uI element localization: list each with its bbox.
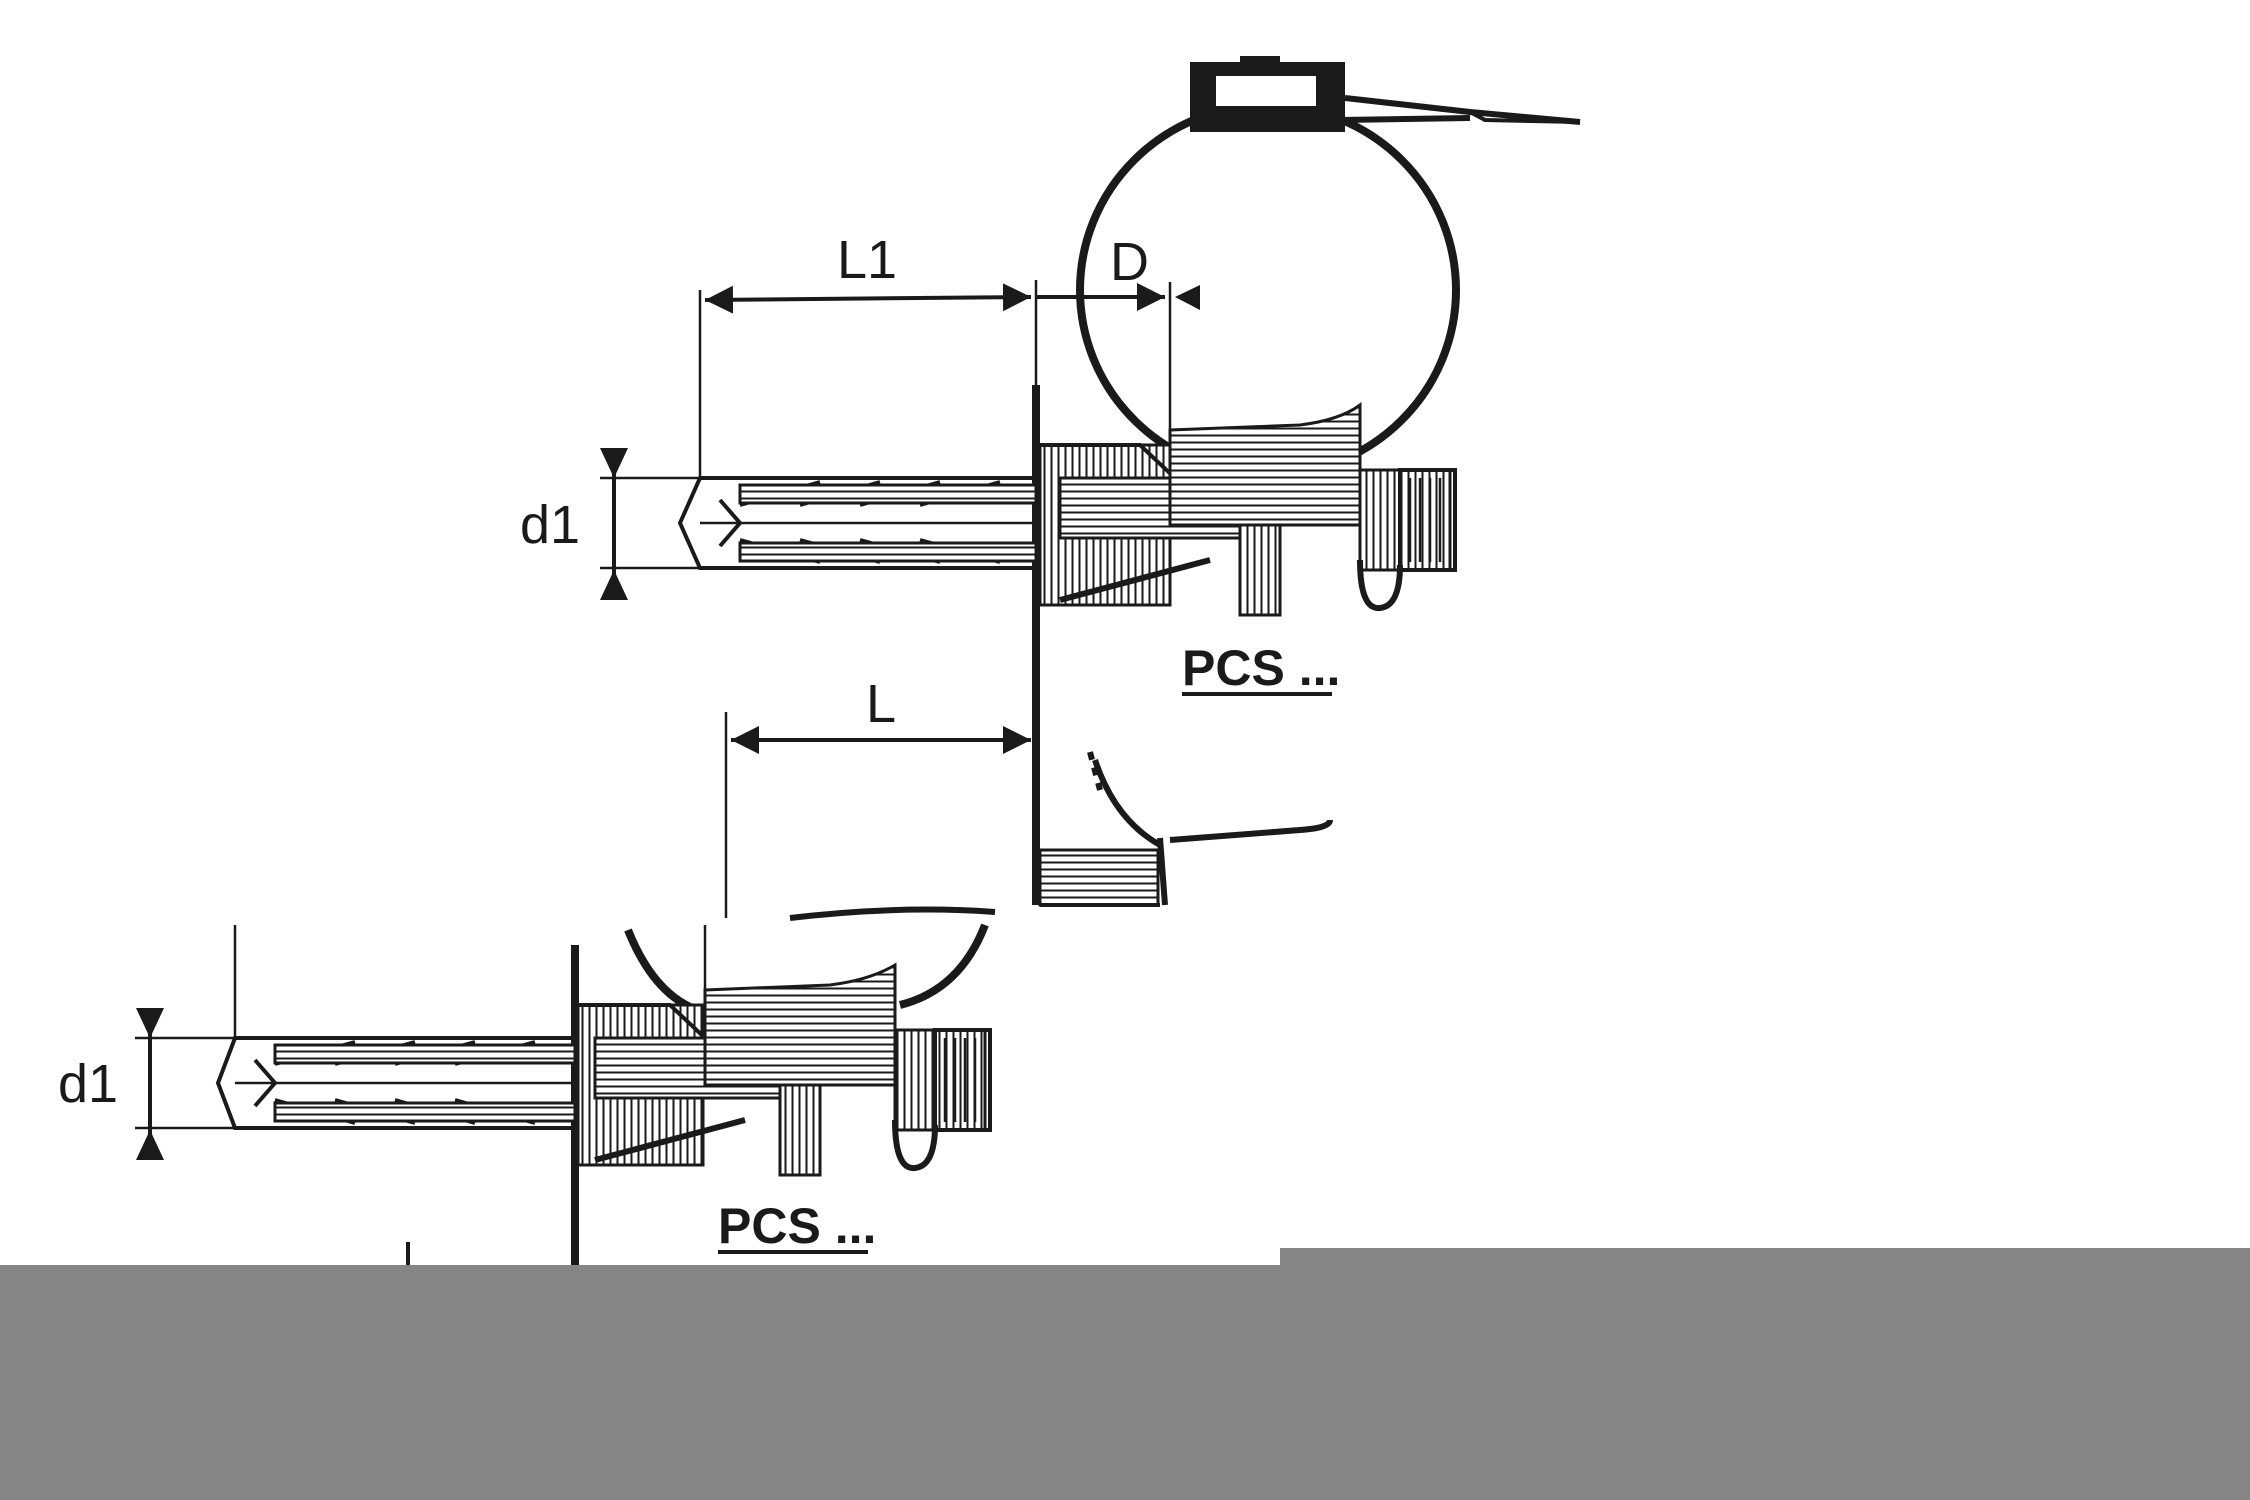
middle-partial: L bbox=[724, 674, 1333, 921]
label-d1-bottom: d1 bbox=[58, 1054, 118, 1114]
dimension-D: D bbox=[1036, 232, 1200, 430]
pcs-label-bottom: PCS ... bbox=[718, 1198, 876, 1254]
label-D: D bbox=[1110, 232, 1149, 292]
dowel-top bbox=[677, 476, 1038, 570]
pcs-label-top: PCS ... bbox=[1182, 640, 1340, 696]
clamp-body-top bbox=[1168, 402, 1457, 617]
gray-band bbox=[0, 1248, 2250, 1500]
bottom-assembly: d1 PCS ... bbox=[58, 923, 992, 1270]
dimension-d1-bottom: d1 bbox=[58, 1008, 235, 1160]
clamp-bracket-top bbox=[1190, 56, 1581, 132]
dimension-L: L bbox=[724, 674, 1031, 918]
pcs-label-top-group: PCS ... bbox=[1182, 640, 1340, 696]
pipe-arc-middle bbox=[1092, 759, 1333, 848]
label-L1: L1 bbox=[837, 230, 897, 290]
dimension-d1-top: d1 bbox=[520, 448, 700, 600]
dimension-L1: L1 bbox=[698, 230, 1038, 478]
clamp-body-bottom bbox=[703, 962, 992, 1177]
screw-middle bbox=[1038, 848, 1160, 907]
label-L: L bbox=[866, 674, 896, 734]
label-d1-top: d1 bbox=[520, 495, 580, 555]
top-assembly: L1 D d1 PCS ... bbox=[520, 56, 1581, 905]
screw-bottom bbox=[576, 1003, 797, 1167]
pcs-label-bottom-group: PCS ... bbox=[718, 1198, 876, 1254]
dowel-bottom bbox=[215, 1036, 577, 1130]
